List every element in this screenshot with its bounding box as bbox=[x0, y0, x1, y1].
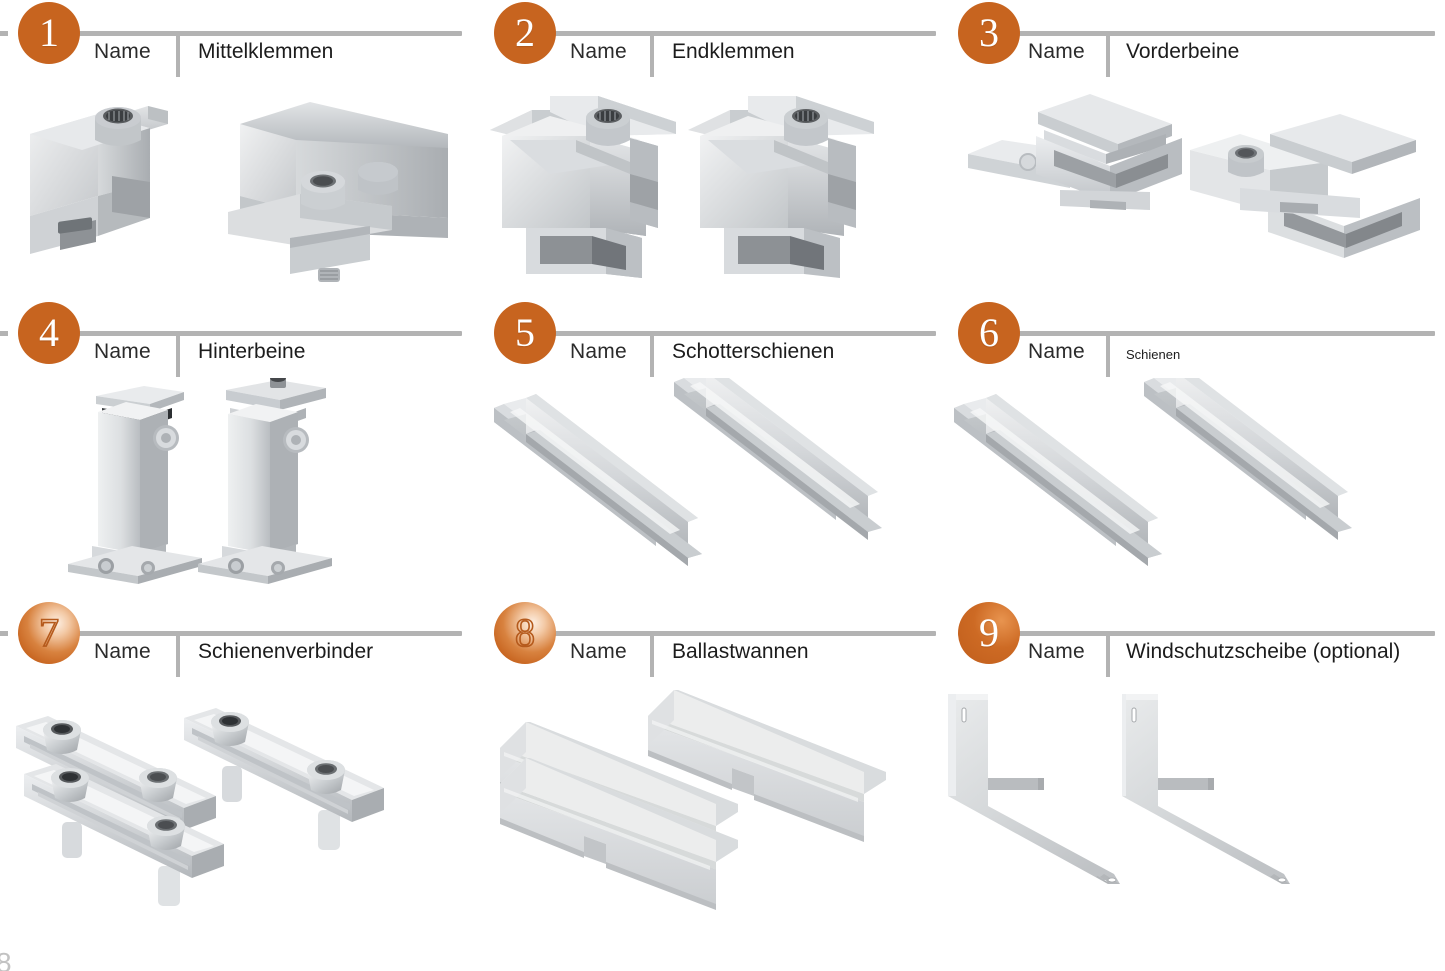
name-label-8: Name bbox=[570, 640, 627, 663]
badge-number-8: 8 bbox=[494, 602, 556, 664]
component-cell-5: 5 Name Schotterschienen bbox=[480, 300, 940, 600]
name-label-7: Name bbox=[94, 640, 151, 663]
component-header-4: 4 Name Hinterbeine bbox=[0, 300, 480, 378]
component-header-1: 1 Name Mittelklemmen bbox=[0, 0, 480, 78]
badge-number-4: 4 bbox=[18, 302, 80, 364]
component-image-wind-deflectors bbox=[940, 678, 1445, 971]
component-header-8: 8 Name Ballastwannen bbox=[480, 600, 940, 678]
badge-number-7: 7 bbox=[18, 602, 80, 664]
component-name-5: Schotterschienen bbox=[672, 340, 835, 363]
rule-stub-left bbox=[0, 331, 8, 336]
component-name-7: Schienenverbinder bbox=[198, 640, 374, 663]
name-label-2: Name bbox=[570, 40, 627, 63]
component-name-3: Vorderbeine bbox=[1126, 40, 1240, 63]
component-cell-8: 8 Name Ballastwannen bbox=[480, 600, 940, 971]
component-image-end-clamps bbox=[480, 78, 940, 300]
component-name-2: Endklemmen bbox=[672, 40, 795, 63]
component-cell-3: 3 Name Vorderbeine bbox=[940, 0, 1445, 300]
component-cell-9: 9 Name Windschutzscheibe (optional) bbox=[940, 600, 1445, 971]
component-header-3: 3 Name Vorderbeine bbox=[940, 0, 1445, 78]
component-image-mid-clamps bbox=[0, 78, 480, 300]
component-header-6: 6 Name Schienen bbox=[940, 300, 1445, 378]
header-rule bbox=[536, 31, 936, 36]
header-divider bbox=[650, 33, 654, 77]
component-name-4: Hinterbeine bbox=[198, 340, 306, 363]
component-header-5: 5 Name Schotterschienen bbox=[480, 300, 940, 378]
rule-stub-left bbox=[0, 31, 8, 36]
name-label-4: Name bbox=[94, 340, 151, 363]
badge-number-9: 9 bbox=[958, 602, 1020, 664]
header-rule bbox=[998, 631, 1435, 636]
component-image-rail-connectors bbox=[0, 678, 480, 971]
component-image-front-legs bbox=[940, 78, 1445, 300]
component-image-rear-legs bbox=[0, 378, 480, 600]
header-divider bbox=[1106, 33, 1110, 77]
header-divider bbox=[176, 633, 180, 677]
header-divider bbox=[650, 633, 654, 677]
badge-number-3: 3 bbox=[958, 2, 1020, 64]
name-label-9: Name bbox=[1028, 640, 1085, 663]
component-image-ballast-rails bbox=[480, 378, 940, 600]
component-cell-4: 4 Name Hinterbeine bbox=[0, 300, 480, 600]
header-rule bbox=[58, 631, 462, 636]
component-header-7: 7 Name Schienenverbinder bbox=[0, 600, 480, 678]
component-cell-6: 6 Name Schienen bbox=[940, 300, 1445, 600]
header-divider bbox=[650, 333, 654, 377]
component-header-2: 2 Name Endklemmen bbox=[480, 0, 940, 78]
component-name-1: Mittelklemmen bbox=[198, 40, 334, 63]
component-header-9: 9 Name Windschutzscheibe (optional) bbox=[940, 600, 1445, 678]
component-cell-2: 2 Name Endklemmen bbox=[480, 0, 940, 300]
header-rule bbox=[536, 331, 936, 336]
component-name-8: Ballastwannen bbox=[672, 640, 809, 663]
component-cell-1: 1 Name Mittelklemmen bbox=[0, 0, 480, 300]
header-rule bbox=[998, 331, 1435, 336]
badge-number-5: 5 bbox=[494, 302, 556, 364]
name-label-6: Name bbox=[1028, 340, 1085, 363]
header-rule bbox=[58, 31, 462, 36]
component-image-ballast-trays bbox=[480, 678, 940, 971]
header-divider bbox=[176, 333, 180, 377]
component-name-9: Windschutzscheibe (optional) bbox=[1126, 640, 1401, 663]
header-divider bbox=[176, 33, 180, 77]
header-rule bbox=[58, 331, 462, 336]
badge-number-1: 1 bbox=[18, 2, 80, 64]
name-label-5: Name bbox=[570, 340, 627, 363]
page-number-clipped: 8 bbox=[0, 947, 12, 971]
badge-number-6: 6 bbox=[958, 302, 1020, 364]
header-rule bbox=[998, 31, 1435, 36]
component-name-6: Schienen bbox=[1126, 347, 1181, 362]
rule-stub-left bbox=[0, 631, 8, 636]
header-divider bbox=[1106, 333, 1110, 377]
name-label-3: Name bbox=[1028, 40, 1085, 63]
name-label-1: Name bbox=[94, 40, 151, 63]
badge-number-2: 2 bbox=[494, 2, 556, 64]
header-divider bbox=[1106, 633, 1110, 677]
component-cell-7: 7 Name Schienenverbinder bbox=[0, 600, 480, 971]
header-rule bbox=[536, 631, 936, 636]
component-image-rails bbox=[940, 378, 1445, 600]
